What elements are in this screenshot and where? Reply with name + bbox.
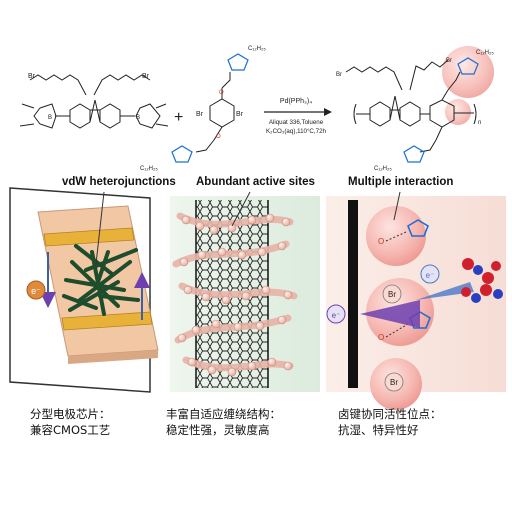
bromo-label-2: Br <box>142 73 150 80</box>
caption-middle-line2: 稳定性强，灵敏度高 <box>166 422 281 438</box>
caption-right-line1: 卤键协同活性位点： <box>338 406 442 422</box>
substituent-label-2: C₁₂H₂₅ <box>140 166 158 172</box>
bromine-label-bottom: Br <box>390 378 398 387</box>
electron-label-left: e⁻ <box>31 286 41 296</box>
fluorene-monomer <box>20 75 168 128</box>
bromo-label-6: Br <box>446 58 452 64</box>
reaction-scheme: Br Br B B + C₁₂H₂₅ C₁₂H₂₅ Br Br O O Pd(P… <box>20 46 494 172</box>
triazole-top <box>228 54 248 70</box>
bromo-label-3: Br <box>196 111 204 118</box>
heading-interaction: Multiple interaction <box>348 176 453 188</box>
heading-vdw: vdW heterojunctions <box>62 176 176 188</box>
substituent-label-4: C₁₂H₂₅ <box>374 166 392 172</box>
boron-label-1: B <box>48 115 52 121</box>
nanotube-wall-section <box>348 200 358 388</box>
conditions-line-1: Aliquat 336,Toluene <box>269 119 324 126</box>
right-oxygen-2: O <box>378 333 384 342</box>
caption-left-line2: 兼容CMOS工艺 <box>30 422 111 438</box>
electron-label-1: e⁻ <box>332 311 341 320</box>
heading-active-sites: Abundant active sites <box>196 176 315 188</box>
caption-middle: 丰富自适应缠绕结构： 稳定性强，灵敏度高 <box>166 406 281 438</box>
oxygen-label-1: O <box>219 90 224 96</box>
triazole-bottom <box>172 146 192 162</box>
boron-label-2: B <box>136 115 140 121</box>
substituent-label-3: C₁₂H₂₅ <box>476 50 494 56</box>
repeat-unit-n: n <box>478 120 481 126</box>
reaction-arrowhead <box>324 108 332 116</box>
bromo-label-1: Br <box>28 73 36 80</box>
right-oxygen-1: O <box>378 237 384 246</box>
nanotube-panel <box>170 196 320 392</box>
electron-label-2: e⁻ <box>426 271 435 280</box>
bromine-label-middle: Br <box>388 290 396 299</box>
conditions-line-2: K₂CO₃(aq),110°C,72h <box>266 128 326 135</box>
oxygen-label-2: O <box>216 134 221 140</box>
product-triazole-bottom <box>404 146 424 162</box>
caption-right: 卤键协同活性位点： 抗湿、特异性好 <box>338 406 442 438</box>
caption-left-line1: 分型电极芯片： <box>30 406 111 422</box>
interaction-panel: O O Br Br e⁻ e⁻ <box>326 196 506 410</box>
plus-sign: + <box>174 109 183 126</box>
catalyst-label: Pd(PPh₃)₄ <box>280 98 312 105</box>
bromo-label-5: Br <box>336 72 342 78</box>
caption-middle-line1: 丰富自适应缠绕结构： <box>166 406 281 422</box>
device-panel: e⁻ <box>10 188 158 392</box>
caption-right-line2: 抗湿、特异性好 <box>338 422 442 438</box>
bromo-label-4: Br <box>236 111 244 118</box>
caption-left: 分型电极芯片： 兼容CMOS工艺 <box>30 406 111 438</box>
substituent-label-1: C₁₂H₂₅ <box>248 46 266 52</box>
